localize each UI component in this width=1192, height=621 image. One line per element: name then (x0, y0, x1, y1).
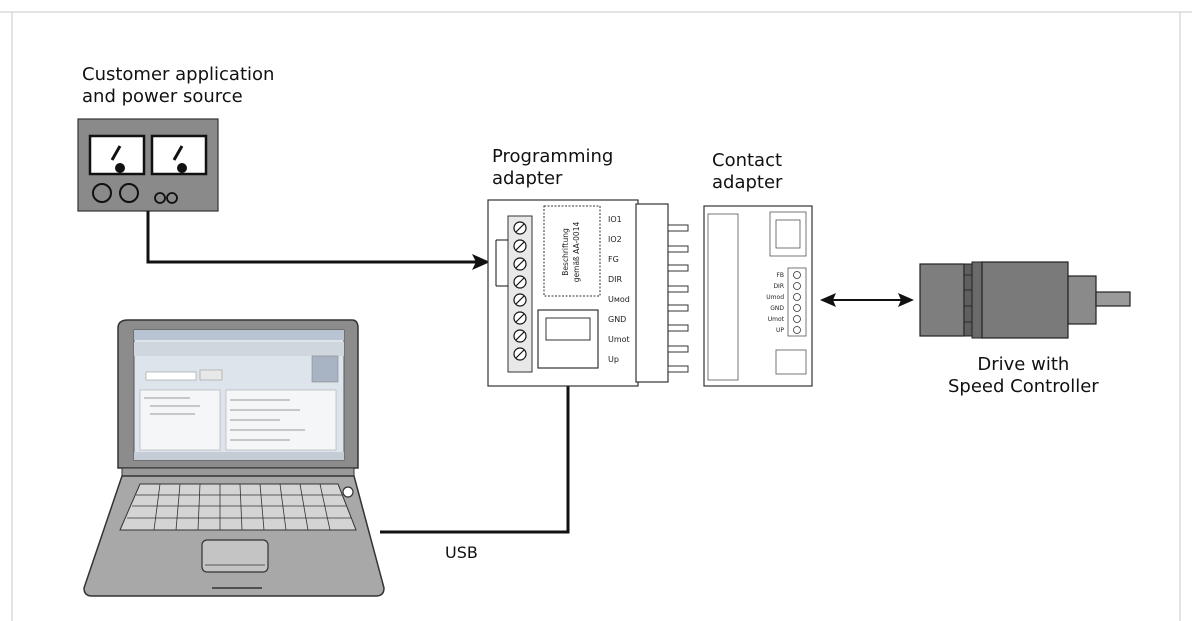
contact-pin-label: UP (776, 327, 784, 334)
drive-label: Drive with Speed Controller (948, 354, 1099, 398)
adapter-module-text-1: Beschriftung (561, 228, 570, 276)
drive-label-line2: Speed Controller (948, 376, 1099, 397)
contact-pin-label: GND (770, 305, 784, 312)
contact-pin-label: DIR (773, 283, 784, 290)
touchpad (201, 539, 269, 573)
programming-adapter (487, 199, 689, 387)
motor-shaft (1095, 291, 1131, 307)
usb-cable (380, 378, 570, 534)
contact-adapter-label: Contact adapter (712, 150, 782, 194)
customer-label-line2: and power source (82, 86, 243, 107)
laptop (83, 319, 385, 597)
customer-label-line1: Customer application (82, 64, 275, 85)
programming-label-line1: Programming (492, 146, 614, 167)
contact-label-line1: Contact (712, 150, 783, 171)
adapter-module-text-2: gemäß AA-0014 (572, 222, 581, 283)
contact-adapter (703, 205, 813, 387)
programming-adapter-label: Programming adapter (492, 146, 613, 190)
knob-1 (92, 183, 112, 203)
adapter-module (543, 205, 601, 297)
contact-label-line2: adapter (712, 172, 783, 193)
adapter-pin-label: IO2 (608, 235, 622, 244)
power-cable (146, 211, 478, 264)
power-source-device (77, 118, 219, 212)
adapter-pin-label: DIR (608, 275, 623, 284)
adapter-pin-label: Umot (608, 335, 630, 344)
arrow-right (898, 293, 914, 307)
customer-application-label: Customer application and power source (82, 64, 274, 108)
programming-label-line2: adapter (492, 168, 563, 189)
adapter-pin-label: GND (608, 315, 626, 324)
adapter-pin-label: FG (608, 255, 619, 264)
contact-pin-label: Umot (768, 316, 785, 323)
power-button-icon (342, 486, 354, 498)
adapter-pin-label: IO1 (608, 215, 622, 224)
knob-2 (119, 183, 139, 203)
contact-pin-label: FB (776, 272, 784, 279)
usb-label: USB (445, 543, 478, 562)
adapter-pin-label: Up (608, 355, 619, 364)
arrow-left (820, 293, 836, 307)
drive-motor (919, 261, 1131, 339)
power-arrow (472, 254, 490, 270)
drive-label-line1: Drive with (977, 354, 1070, 375)
contact-pin-label: Umod (766, 294, 784, 301)
adapter-pin-label: Uмod (608, 295, 630, 304)
